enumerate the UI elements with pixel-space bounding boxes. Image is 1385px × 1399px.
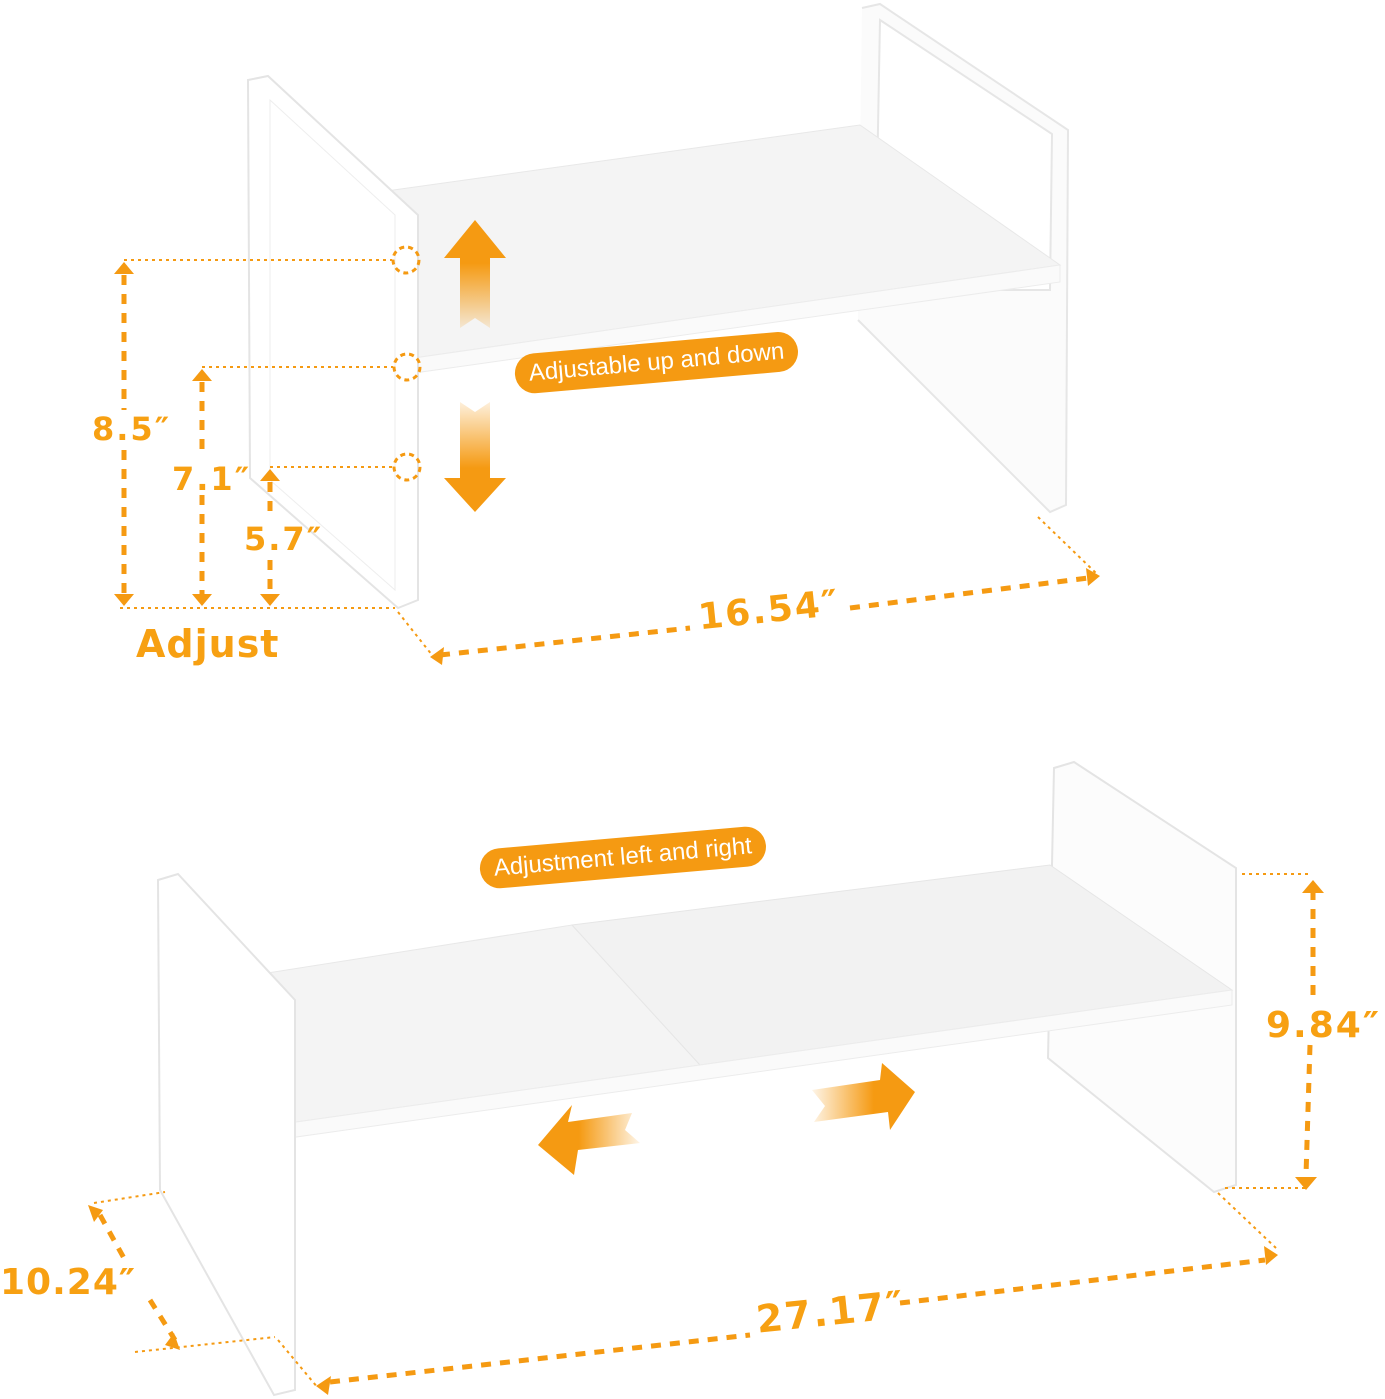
height-guides	[120, 259, 395, 609]
adjust-point-icon	[391, 245, 422, 482]
width-guide-bottom	[277, 1192, 1277, 1389]
height-arrows	[121, 275, 273, 595]
arrow-down-icon	[444, 402, 506, 512]
adjust-label: Adjust	[136, 622, 280, 666]
height-guide-bottom	[1225, 873, 1316, 1189]
arrow-up-icon	[444, 220, 506, 328]
depth-label-10-24: 10.24″	[0, 1262, 136, 1303]
depth-guide-bottom	[93, 1191, 276, 1353]
height-label-9-84: 9.84″	[1266, 1005, 1381, 1046]
bottom-shelf-left-frame	[156, 872, 296, 1397]
width-guide-top	[397, 516, 1099, 658]
height-label-7-1: 7.1″	[172, 460, 251, 498]
height-label-5-7: 5.7″	[244, 520, 323, 558]
height-label-8-5: 8.5″	[92, 410, 171, 448]
arrow-left-icon	[538, 1105, 640, 1175]
arrow-right-icon	[812, 1063, 915, 1130]
